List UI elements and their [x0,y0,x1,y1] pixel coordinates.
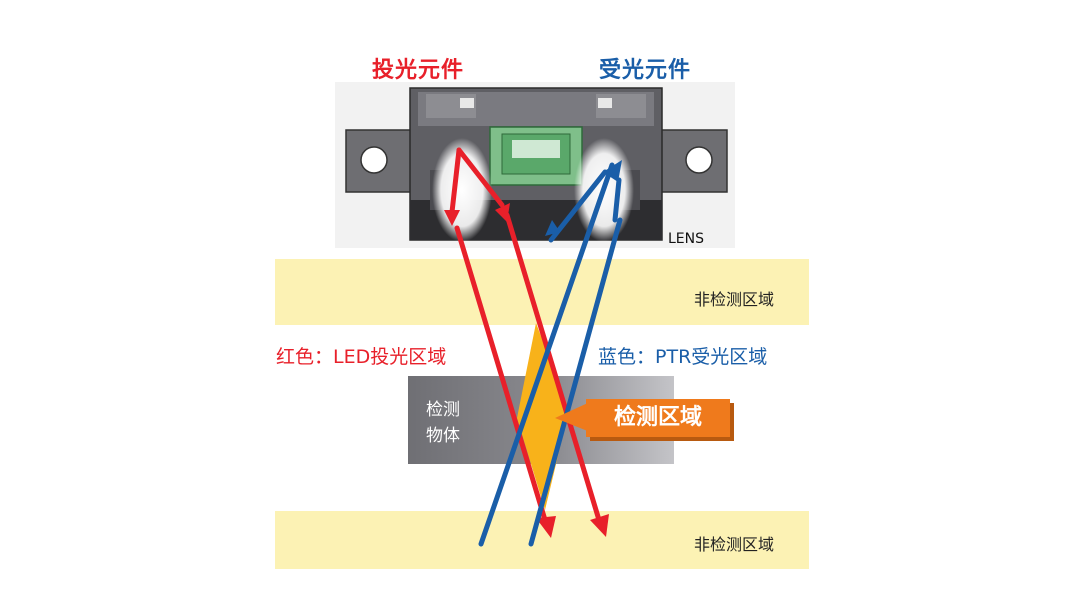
lens-label: LENS [668,231,705,247]
object-label-line1: 检测 [426,400,460,420]
emitter-title: 投光元件 [372,58,465,83]
ptr-reception-rays [478,162,623,547]
non-detect-band-top [275,259,809,325]
led-arrowheads [444,203,609,538]
non-detect-label-top: 非检测区域 [694,290,775,309]
detect-area-callout-text: 检测区域 [613,405,702,430]
object-label-line2: 物体 [426,426,460,446]
non-detect-label-bottom: 非检测区域 [694,535,775,554]
blue-legend: 蓝色：PTR受光区域 [598,346,768,368]
red-legend: 红色：LED投光区域 [276,346,447,368]
object-label: 检测 物体 [426,397,460,449]
ptr-arrowheads [545,160,622,236]
receiver-title: 受光元件 [599,58,692,83]
detect-zone [517,323,569,510]
detect-area-callout: 检测区域 [586,399,730,437]
led-emission-rays [449,147,602,523]
